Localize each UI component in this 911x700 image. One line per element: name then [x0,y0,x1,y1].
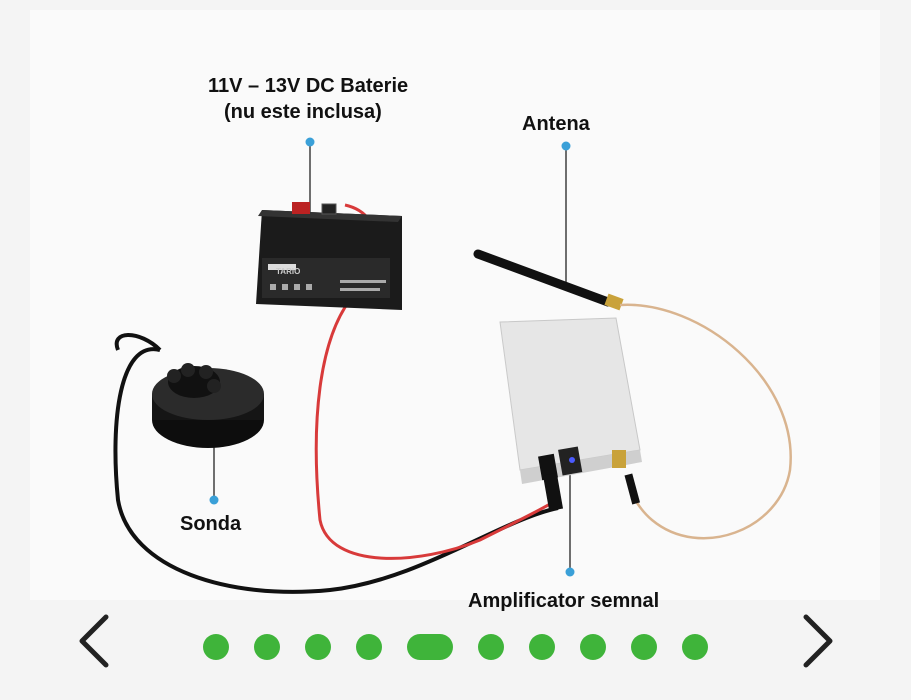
probe-label: Sonda [180,513,242,535]
carousel-dot[interactable] [203,634,229,660]
carousel-dot-active[interactable] [407,634,453,660]
amplifier-label: Amplificator semnal [468,590,660,612]
carousel-dot[interactable] [631,634,657,660]
chevron-left-icon [79,614,109,668]
next-image-button[interactable] [788,606,848,676]
antenna [473,249,792,540]
svg-text:TARIO: TARIO [276,267,300,276]
callout-dots [209,137,575,577]
antenna-label: Antena [522,113,590,135]
carousel-dot[interactable] [580,634,606,660]
carousel-dot[interactable] [305,634,331,660]
carousel-dot[interactable] [529,634,555,660]
probe [152,363,264,448]
carousel-dot[interactable] [682,634,708,660]
previous-image-button[interactable] [64,606,124,676]
carousel-dot[interactable] [478,634,504,660]
carousel-dot[interactable] [356,634,382,660]
battery-note-label: (nu este inclusa) [224,101,382,123]
amplifier-box [499,317,642,511]
chevron-right-icon [803,614,833,668]
carousel-dot[interactable] [254,634,280,660]
battery: TARIO [256,202,402,310]
carousel-pagination [203,634,708,660]
battery-label: 11V – 13V DC Baterie [208,75,409,97]
